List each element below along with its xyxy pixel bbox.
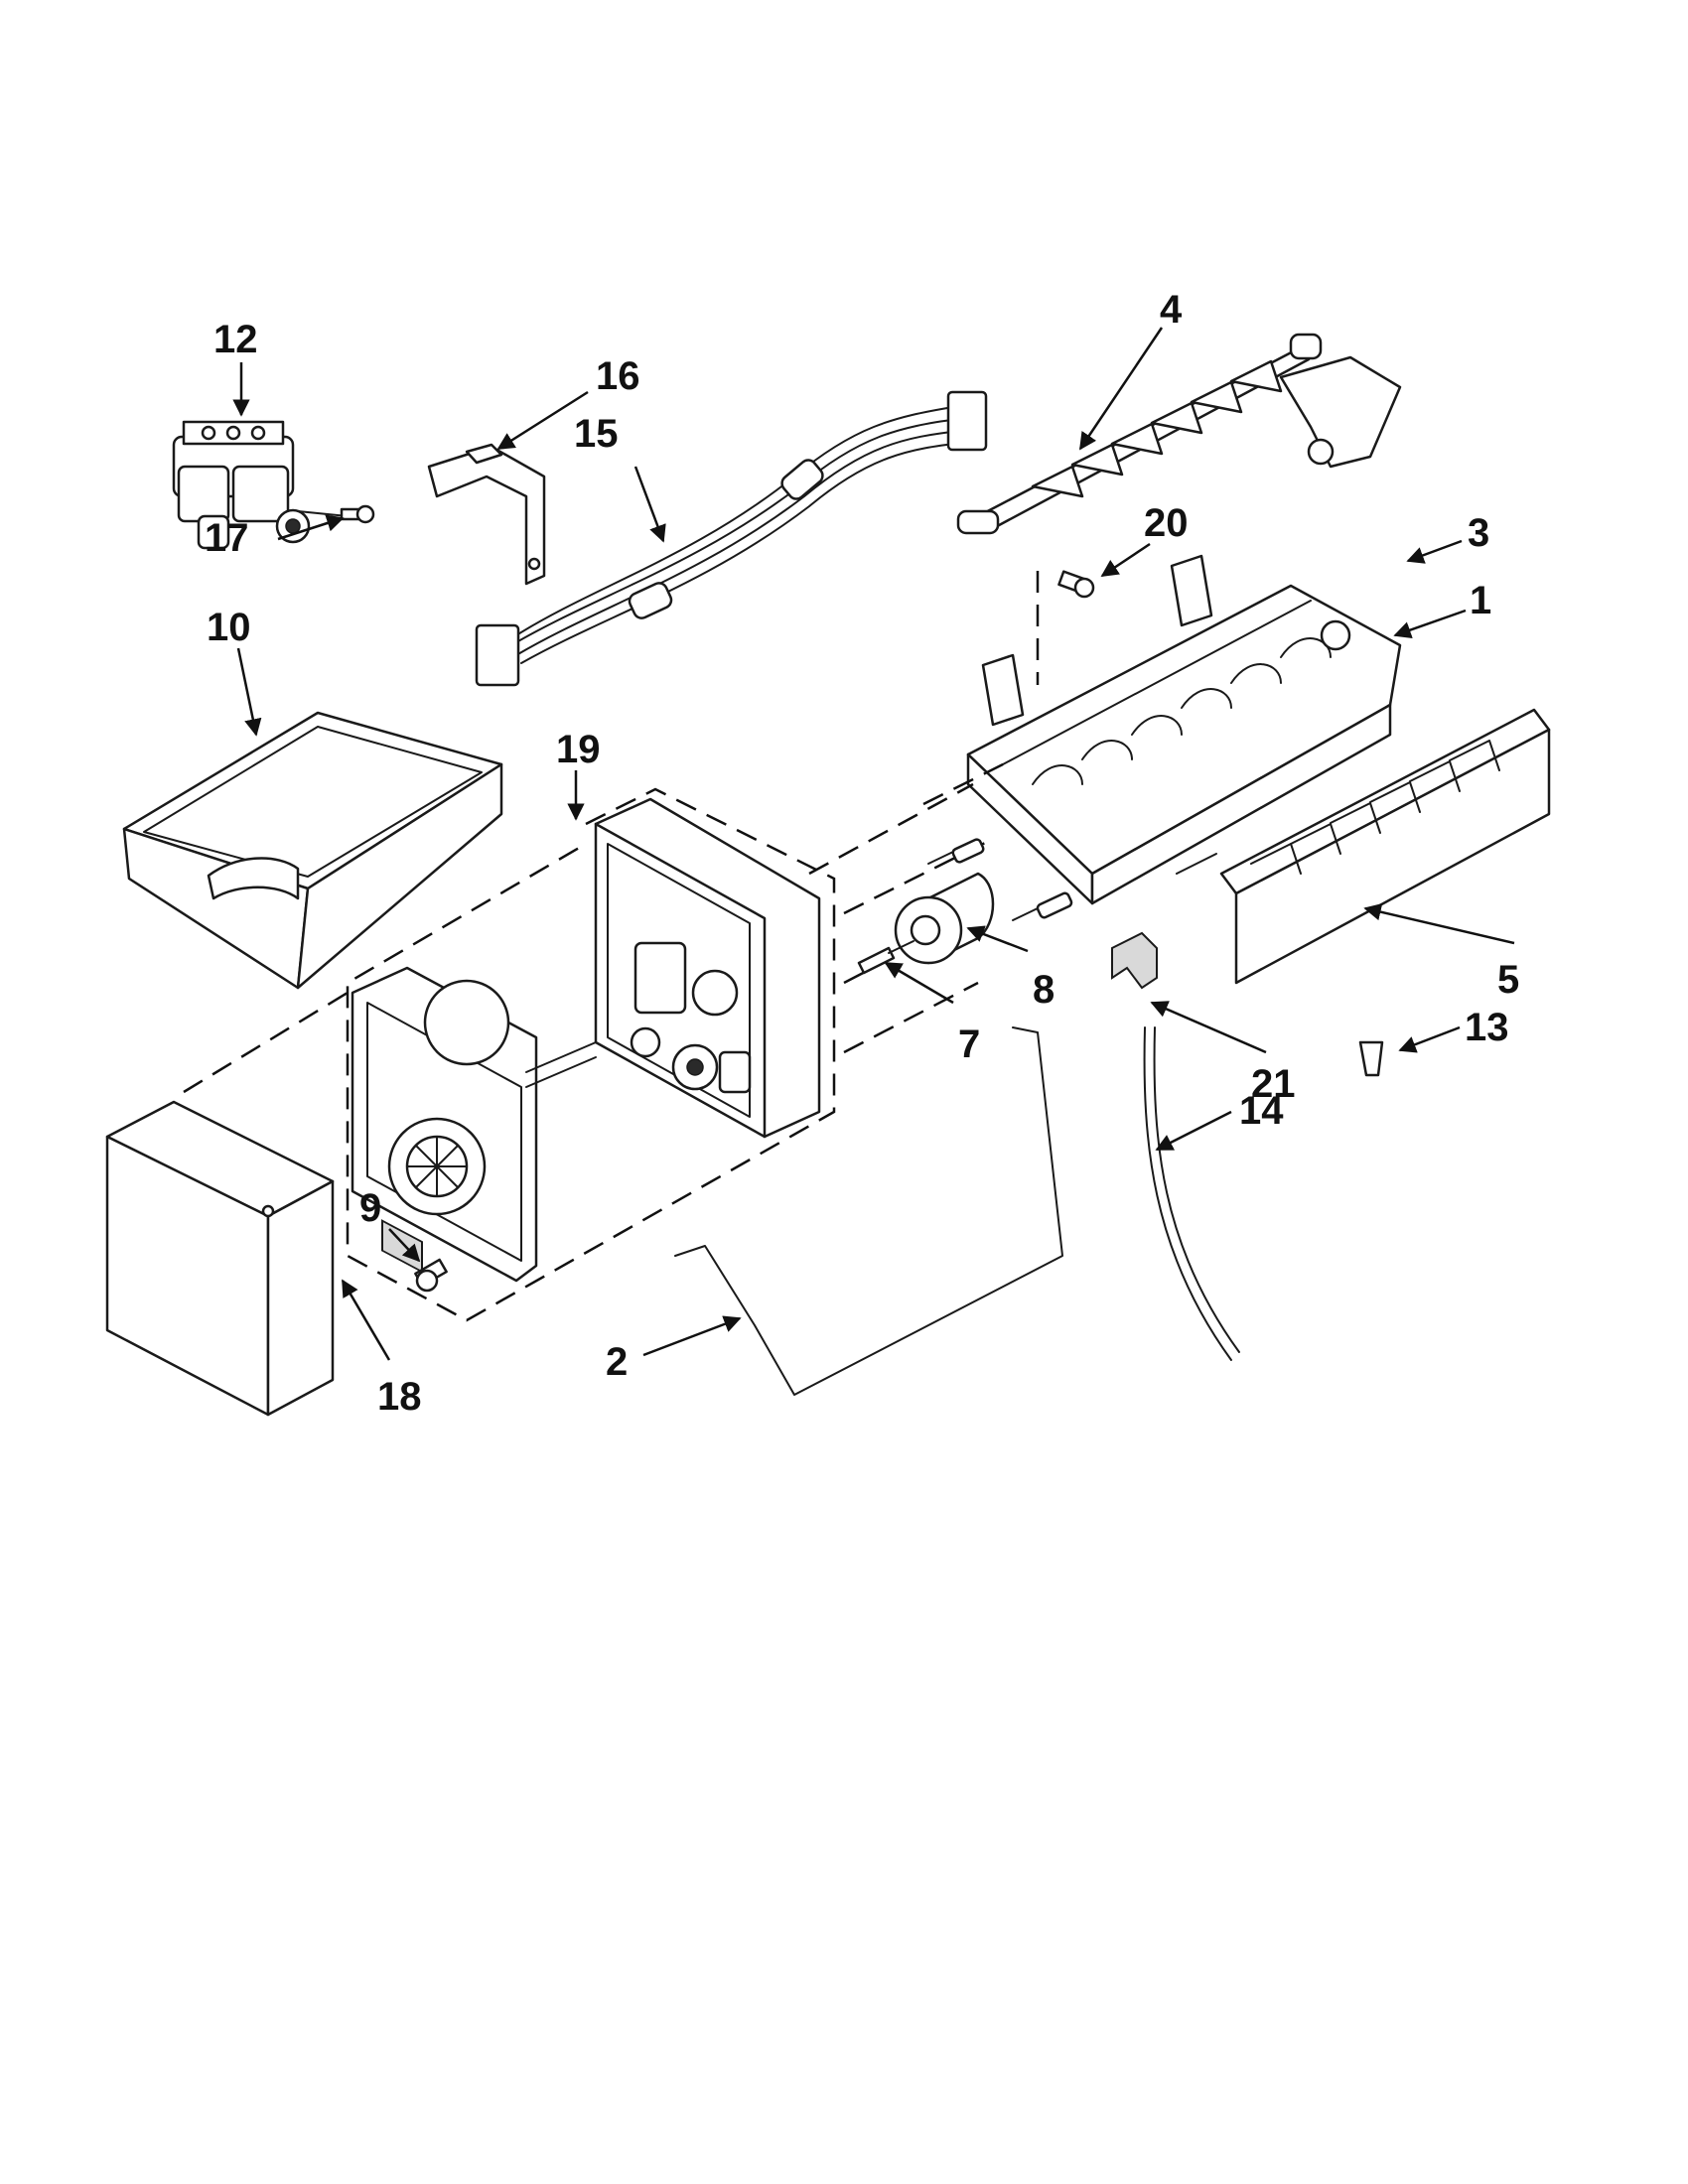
- part-13-wire-connector: [1358, 1040, 1384, 1077]
- callout-13: 13: [1465, 1006, 1509, 1049]
- part-21-clip: [1111, 931, 1158, 990]
- part-17-screw: [340, 504, 375, 524]
- part-19-control-housing-assembly: [346, 787, 836, 1322]
- part-18-front-cover: [105, 1100, 335, 1417]
- callout-1: 1: [1470, 579, 1491, 622]
- callout-4: 4: [1160, 288, 1183, 332]
- part-16-bracket: [427, 443, 546, 586]
- callout-5: 5: [1497, 958, 1519, 1002]
- part-5-stripper: [1176, 708, 1551, 985]
- callout-9: 9: [359, 1186, 381, 1230]
- callout-21: 21: [1251, 1062, 1296, 1106]
- motor-plate: [351, 966, 597, 1283]
- callout-8: 8: [1033, 968, 1055, 1012]
- callout-7: 7: [958, 1023, 980, 1066]
- part-2-shutoff-arm: [674, 1026, 1063, 1396]
- part-15-wire-harness: [475, 390, 988, 687]
- callout-labels: 12 16 15 4 20 3 1 17 10 19 5 8 7 21 13 1…: [205, 288, 1519, 1419]
- callout-10: 10: [207, 606, 251, 649]
- part-20-screw: [1057, 570, 1095, 599]
- heater-pins: [927, 838, 1073, 921]
- part-12-water-valve: [172, 420, 349, 550]
- callout-15: 15: [574, 412, 619, 456]
- part-7-plug: [857, 940, 914, 975]
- callout-14: 14: [1239, 1089, 1284, 1133]
- part-1-mold: [966, 554, 1402, 905]
- callout-2: 2: [606, 1340, 628, 1384]
- part-8-thermostat: [894, 872, 995, 965]
- leader-lines: [232, 327, 1515, 1361]
- callout-19: 19: [556, 728, 601, 771]
- callout-17: 17: [205, 516, 249, 560]
- part-4-ejector: [956, 333, 1323, 535]
- part-10-ice-bucket: [122, 711, 503, 990]
- callout-3: 3: [1468, 511, 1489, 555]
- callout-12: 12: [213, 318, 258, 361]
- part-3-cover: [1279, 355, 1402, 469]
- part-14-fill-tube: [1143, 1026, 1240, 1361]
- part-9-screw: [414, 1258, 448, 1293]
- callout-20: 20: [1144, 501, 1189, 545]
- callout-18: 18: [377, 1375, 422, 1419]
- callout-16: 16: [596, 354, 640, 398]
